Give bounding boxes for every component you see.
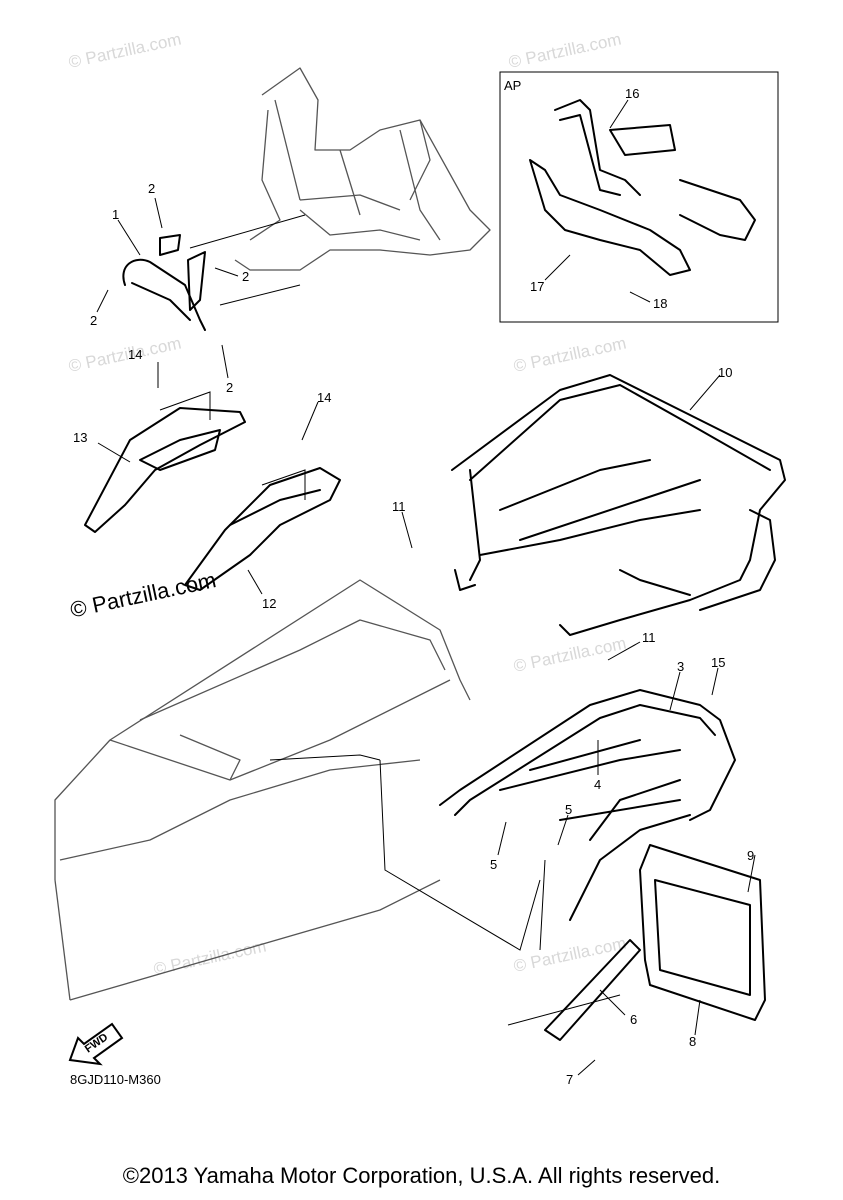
assembly-lines [159,214,621,1026]
callout-part-14: 14 [317,390,332,405]
fwd-arrow-icon: FWD [68,1022,124,1066]
callout-part-8: 8 [689,1034,697,1049]
upper-frame [234,67,491,271]
watermark-text: © Partzilla.com [67,30,183,72]
inset-label: AP [504,78,522,93]
callout-part-12: 12 [262,596,277,611]
callout-part-15: 15 [711,655,726,670]
watermark-text: © Partzilla.com [67,334,183,376]
rack-part-3 [439,689,736,921]
tunnel-body [54,579,471,1001]
callout-part-11: 11 [642,630,656,645]
flap-part-6 [544,939,641,1041]
watermark-text: © Partzilla.com [507,30,623,72]
callout-part-14: 14 [128,347,143,362]
callout-part-5: 5 [565,802,573,817]
callout-part-4: 4 [594,777,602,792]
rear-rack-part-10 [451,374,786,636]
callout-part-2: 2 [242,269,250,284]
callout-part-11: 11 [392,499,406,514]
watermark-text: © Partzilla.com [512,334,628,376]
callout-part-2: 2 [90,313,98,328]
inset-parts [529,99,756,276]
callout-part-3: 3 [677,659,685,674]
guard-part-13 [84,407,246,533]
callout-part-16: 16 [625,86,640,101]
watermark-text: © Partzilla.com [512,634,628,676]
guard-part-12 [184,467,341,591]
callout-part-5: 5 [490,857,498,872]
callout-part-17: 17 [530,279,545,294]
leader-lines [96,99,756,1076]
inset-box [499,71,779,323]
callout-part-13: 13 [73,430,88,445]
front-bumper-part-1 [122,234,206,331]
callout-part-2: 2 [148,181,156,196]
watermark-text: © Partzilla.com [152,937,268,979]
callout-part-1: 1 [112,207,120,222]
callout-part-6: 6 [630,1012,638,1027]
callout-part-2: 2 [226,380,234,395]
drawing-code: 8GJD110-M360 [70,1072,161,1087]
callout-part-9: 9 [747,848,755,863]
panel-part-8 [639,844,766,1021]
copyright-notice: ©2013 Yamaha Motor Corporation, U.S.A. A… [122,1163,721,1188]
watermark-text: © Partzilla.com [512,934,628,976]
callout-part-10: 10 [718,365,733,380]
callout-part-7: 7 [566,1072,574,1087]
callout-part-18: 18 [653,296,668,311]
